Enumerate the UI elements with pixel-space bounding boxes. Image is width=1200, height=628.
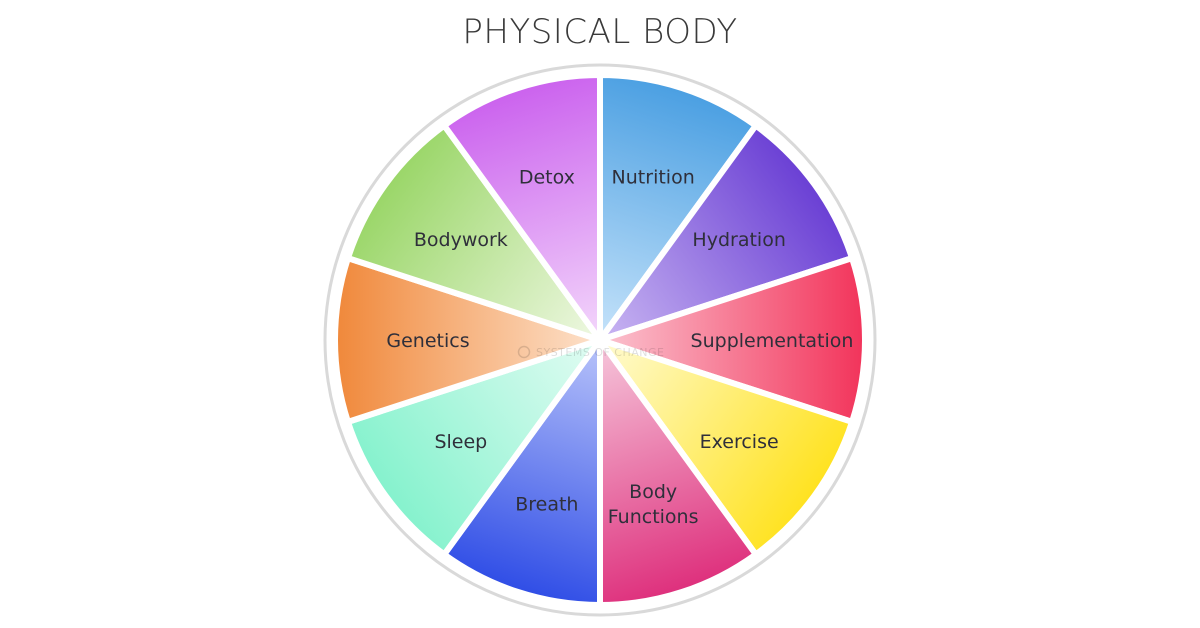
segment-breath (441, 337, 603, 608)
watermark-text: SYSTEMS OF CHANGE (536, 346, 665, 359)
segment-exercise (597, 337, 856, 558)
segment-label-sleep: Sleep (434, 431, 487, 453)
segment-body-functions (597, 337, 759, 608)
segment-bodywork (344, 122, 603, 343)
segment-hydration (597, 122, 856, 343)
segment-sleep (344, 337, 603, 558)
segment-label-breath: Breath (515, 494, 578, 516)
diagram-title: PHYSICAL BODY (462, 12, 738, 52)
wheel-labels: NutritionHydrationSupplementationExercis… (386, 166, 853, 528)
segment-label-nutrition: Nutrition (612, 166, 695, 188)
segment-label-bodywork: Bodywork (414, 229, 508, 251)
segment-label-supplementation: Supplementation (691, 330, 854, 352)
segment-detox (441, 72, 603, 343)
segment-genetics (332, 255, 603, 425)
segment-label-detox: Detox (519, 166, 575, 188)
segment-label-hydration: Hydration (692, 229, 785, 251)
segment-nutrition (597, 72, 759, 343)
watermark-logo-icon (517, 345, 531, 359)
wheel-segments (332, 72, 868, 608)
watermark: SYSTEMS OF CHANGE (517, 345, 665, 359)
segment-supplementation (597, 255, 868, 425)
segment-label-exercise: Exercise (700, 431, 779, 453)
segment-label-genetics: Genetics (386, 330, 469, 352)
